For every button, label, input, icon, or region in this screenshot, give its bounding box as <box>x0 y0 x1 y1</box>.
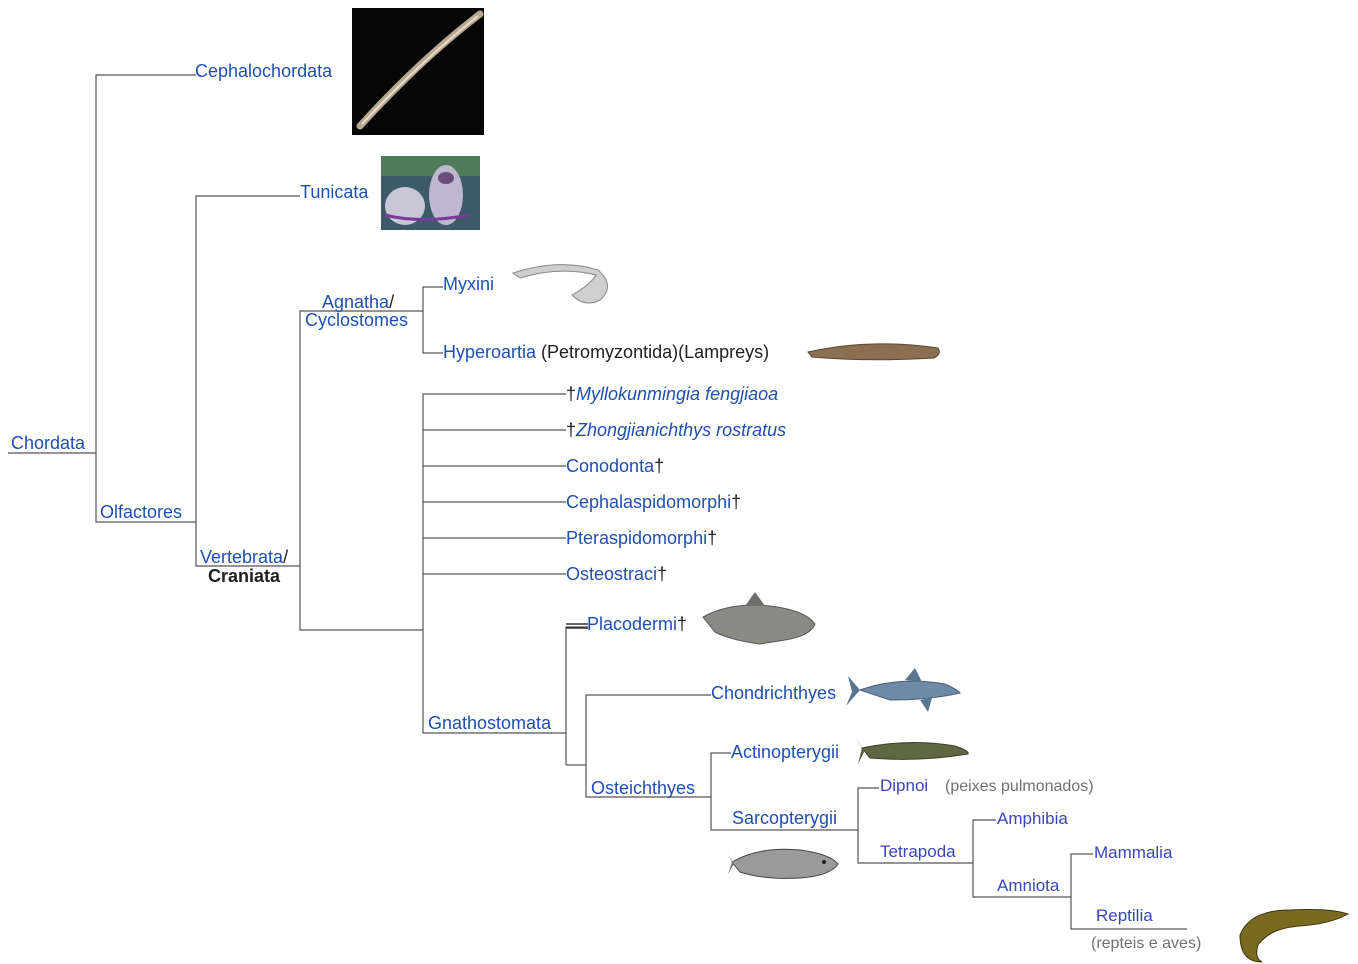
lamprey-drawing <box>807 343 940 361</box>
hyperoartia-note: (Petromyzontida)(Lampreys) <box>536 342 770 362</box>
hyperoartia-link[interactable]: Hyperoartia <box>443 342 537 362</box>
lancelet-photo <box>352 8 484 135</box>
pteraspidomorphi-link[interactable]: Pteraspidomorphi <box>566 528 708 548</box>
slash-separator: / <box>283 547 289 567</box>
taxon-tetrapoda[interactable]: Tetrapoda <box>880 842 956 861</box>
sturgeon-drawing <box>856 738 969 764</box>
taxon-craniata: Craniata <box>208 566 281 586</box>
crocodile-drawing <box>1239 909 1350 963</box>
taxon-dipnoi[interactable]: Dipnoi <box>880 776 929 795</box>
reptilia-note: (repteis e aves) <box>1091 935 1202 952</box>
taxon-zhongjianichthys: †Zhongjianichthys rostratus <box>566 420 786 440</box>
agnatha-link[interactable]: Agnatha <box>322 292 390 312</box>
conodonta-link[interactable]: Conodonta <box>566 456 655 476</box>
taxon-amniota[interactable]: Amniota <box>997 876 1060 895</box>
taxon-chondrichthyes[interactable]: Chondrichthyes <box>711 683 837 703</box>
taxon-actinopterygii[interactable]: Actinopterygii <box>731 742 840 762</box>
taxon-cephalochordata[interactable]: Cephalochordata <box>195 61 333 81</box>
taxon-gnathostomata[interactable]: Gnathostomata <box>428 713 552 733</box>
vertebrata-link[interactable]: Vertebrata <box>200 547 284 567</box>
taxon-myllokunmingia: †Myllokunmingia fengjiaoa <box>566 384 778 404</box>
taxon-sarcopterygii[interactable]: Sarcopterygii <box>732 808 838 828</box>
taxon-reptilia[interactable]: Reptilia <box>1096 906 1153 925</box>
cephalaspidomorphi-link[interactable]: Cephalaspidomorphi <box>566 492 732 512</box>
extinct-dagger: † <box>566 420 577 440</box>
taxon-vertebrata: Vertebrata/ <box>200 547 288 567</box>
placoderm-drawing <box>702 592 816 645</box>
extinct-dagger: † <box>731 492 742 512</box>
taxon-osteostraci: Osteostraci† <box>566 564 667 584</box>
placodermi-link[interactable]: Placodermi <box>587 614 678 634</box>
taxon-cyclostomes[interactable]: Cyclostomes <box>305 310 409 330</box>
extinct-dagger: † <box>657 564 668 584</box>
taxon-chordata[interactable]: Chordata <box>11 433 86 453</box>
osteostraci-link[interactable]: Osteostraci <box>566 564 658 584</box>
taxon-pteraspidomorphi: Pteraspidomorphi† <box>566 528 717 548</box>
taxon-olfactores[interactable]: Olfactores <box>100 502 183 522</box>
extinct-dagger: † <box>677 614 688 634</box>
taxon-agnatha: Agnatha/ <box>322 292 394 312</box>
taxon-myxini[interactable]: Myxini <box>443 274 495 294</box>
taxon-placodermi: Placodermi† <box>587 614 687 634</box>
taxon-conodonta: Conodonta† <box>566 456 664 476</box>
dipnoi-note: (peixes pulmonados) <box>945 778 1094 795</box>
tunicate-photo <box>381 156 480 230</box>
taxon-tunicata[interactable]: Tunicata <box>300 182 369 202</box>
extinct-dagger: † <box>707 528 718 548</box>
extinct-dagger: † <box>654 456 665 476</box>
myllokunmingia-link[interactable]: Myllokunmingia fengjiaoa <box>576 384 779 404</box>
slash-separator: / <box>389 292 395 312</box>
extinct-dagger: † <box>566 384 577 404</box>
taxon-cephalaspidomorphi: Cephalaspidomorphi† <box>566 492 741 512</box>
taxon-hyperoartia: Hyperoartia (Petromyzontida)(Lampreys) <box>443 342 769 362</box>
shark-drawing <box>846 668 961 712</box>
zhongjianichthys-link[interactable]: Zhongjianichthys rostratus <box>576 420 787 440</box>
taxon-mammalia[interactable]: Mammalia <box>1094 843 1173 862</box>
hagfish-drawing <box>511 264 608 304</box>
taxon-osteichthyes[interactable]: Osteichthyes <box>591 778 696 798</box>
coelacanth-drawing <box>728 848 839 879</box>
taxon-amphibia[interactable]: Amphibia <box>997 809 1068 828</box>
